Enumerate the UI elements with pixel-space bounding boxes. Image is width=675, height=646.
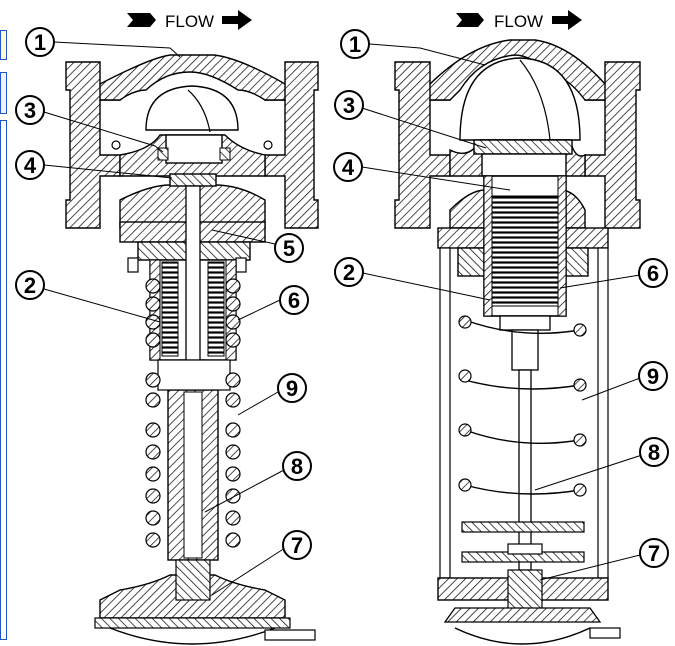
callout-6: 6 [638, 258, 668, 288]
callout-7: 7 [639, 538, 669, 568]
callout-8: 8 [639, 437, 669, 467]
flow-arrow-icon [552, 10, 582, 30]
flow-arrow-icon [222, 10, 252, 30]
callout-3: 3 [334, 90, 364, 120]
actuator [437, 569, 621, 645]
svg-text:8: 8 [291, 454, 303, 479]
flow-label: FLOW [494, 12, 543, 31]
callout-1: 1 [340, 29, 370, 59]
callout-2: 2 [334, 257, 364, 287]
svg-text:2: 2 [343, 260, 355, 285]
edge-cell [0, 72, 7, 114]
svg-text:9: 9 [286, 376, 298, 401]
callout-2: 2 [15, 270, 45, 300]
svg-text:2: 2 [24, 273, 36, 298]
left-valve: FLOW [15, 10, 319, 645]
flow-arrow-icon [456, 13, 484, 27]
svg-text:5: 5 [283, 236, 295, 261]
spring [439, 247, 609, 579]
callout-9: 9 [277, 373, 307, 403]
callout-7: 7 [282, 530, 312, 560]
svg-text:6: 6 [647, 261, 659, 286]
leader-lines [29, 41, 286, 596]
flow-arrow-icon [127, 13, 156, 27]
callout-5: 5 [274, 233, 304, 263]
callout-6: 6 [279, 285, 309, 315]
bonnet [437, 175, 609, 571]
spring [145, 278, 241, 548]
callout-3: 3 [15, 95, 45, 125]
actuator [94, 559, 316, 645]
svg-text:8: 8 [648, 440, 660, 465]
bonnet [119, 185, 266, 627]
svg-text:7: 7 [291, 533, 303, 558]
flow-label: FLOW [165, 12, 214, 31]
edge-cell [0, 120, 7, 640]
svg-text:1: 1 [34, 30, 46, 55]
right-valve: FLOW [333, 10, 669, 645]
callout-4: 4 [333, 152, 363, 182]
callout-4: 4 [15, 150, 45, 180]
svg-text:4: 4 [342, 155, 355, 180]
svg-text:9: 9 [647, 364, 659, 389]
svg-text:3: 3 [24, 98, 36, 123]
svg-text:6: 6 [288, 288, 300, 313]
leader-lines [357, 43, 643, 581]
svg-text:1: 1 [349, 32, 361, 57]
svg-text:7: 7 [648, 541, 660, 566]
edge-cell [0, 30, 7, 60]
svg-text:4: 4 [24, 153, 37, 178]
callout-1: 1 [25, 27, 55, 57]
callout-9: 9 [638, 361, 668, 391]
valve-body [65, 54, 319, 229]
callout-8: 8 [282, 451, 312, 481]
svg-text:3: 3 [343, 93, 355, 118]
